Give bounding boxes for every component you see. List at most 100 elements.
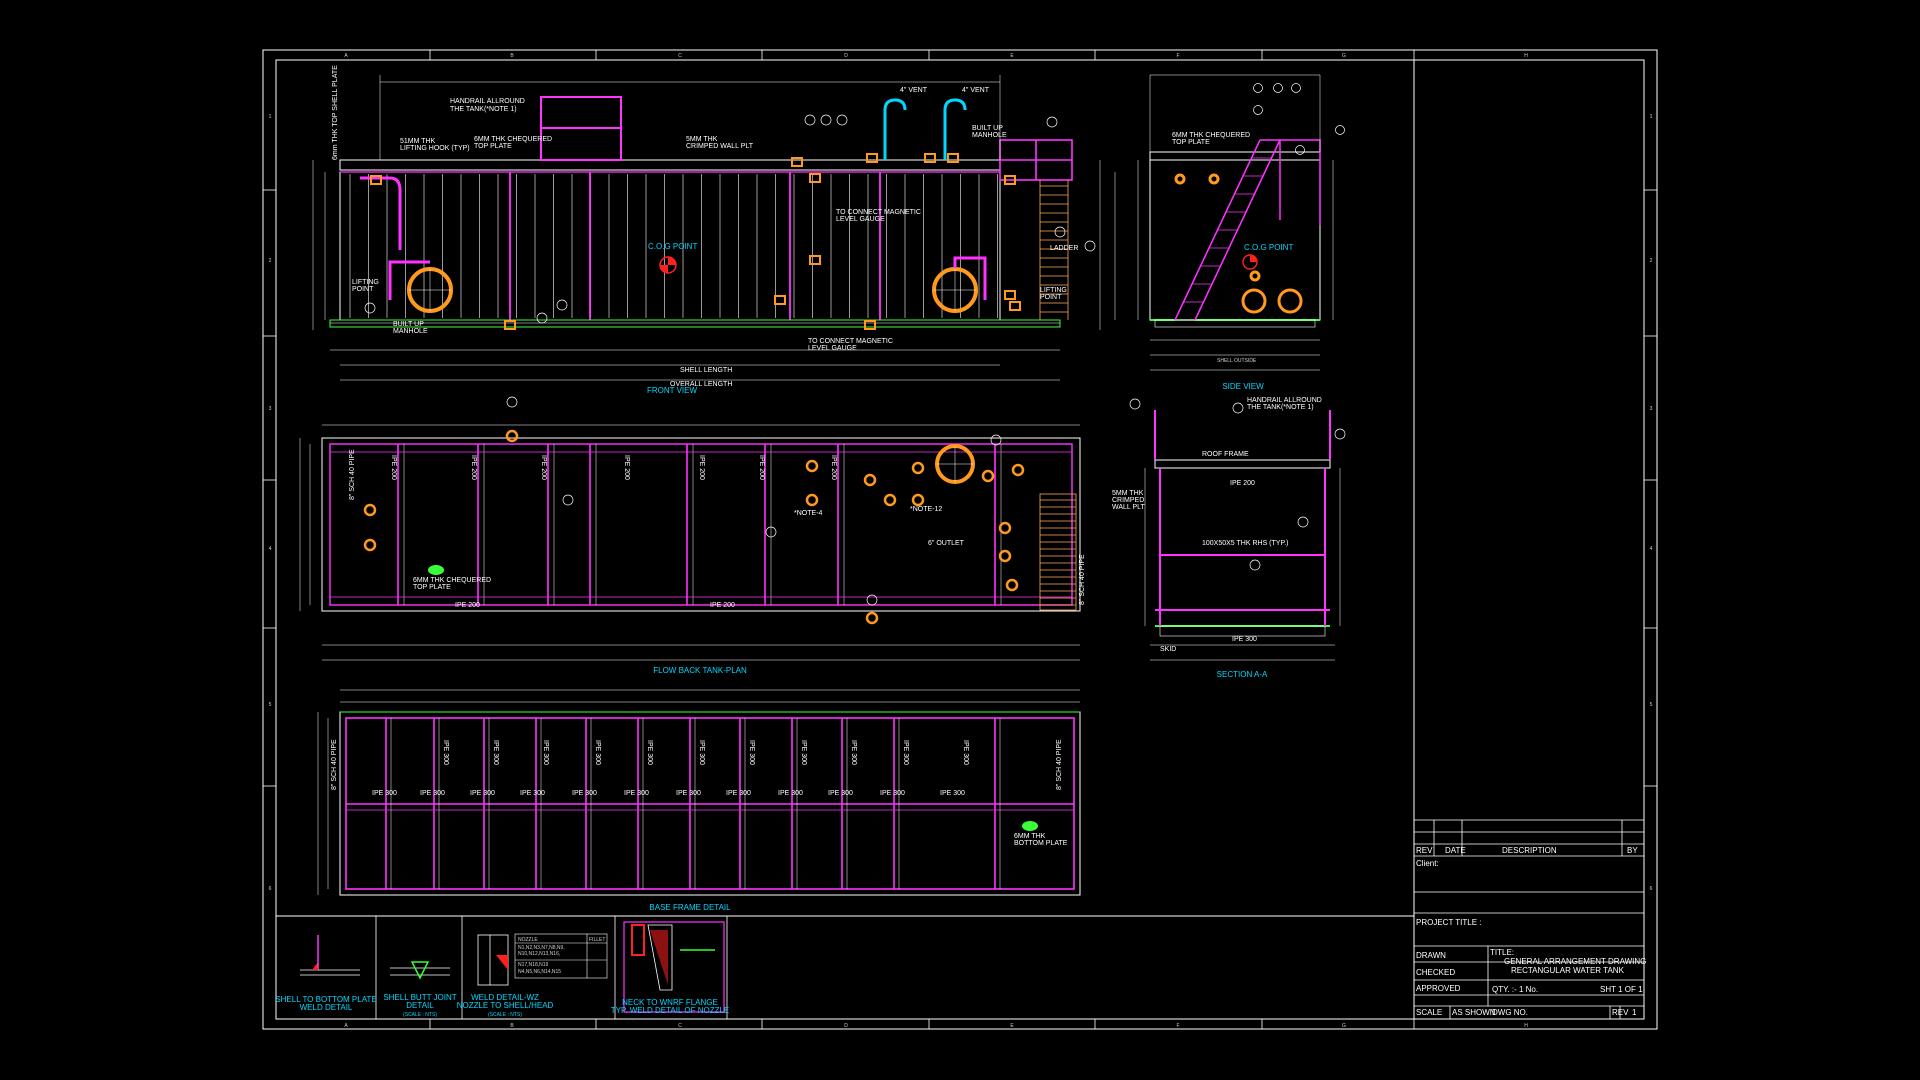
section-ipe200: IPE 200 (1230, 480, 1255, 487)
plan-ipe200-label: IPE 200 (470, 455, 477, 480)
rev-header-rev: REV (1416, 846, 1433, 855)
side-chequered-note-2: TOP PLATE (1172, 139, 1210, 146)
base-ipe300-vertical: IPE 300 (442, 740, 449, 765)
dwg-no-label: DWG NO. (1492, 1008, 1528, 1017)
drawn-label: DRAWN (1416, 951, 1446, 960)
detail-table-r2: N10,N12,N13,N16, (518, 951, 560, 957)
base-ipe300-label: IPE 300 (572, 790, 597, 797)
plan-pipe-left: 8" SCH 40 PIPE (349, 449, 356, 500)
nozzle-flange (504, 320, 516, 330)
detail-3-scale: (SCALE : NTS) (488, 1012, 522, 1018)
border-col-letter: B (510, 53, 514, 59)
front-overall-length: OVERALL LENGTH (670, 381, 732, 388)
callout-bubble (506, 396, 518, 408)
border-col-letter: C (678, 1023, 682, 1029)
nozzle (1011, 463, 1025, 477)
front-manhole-note: BUILT UP (972, 125, 1003, 132)
border-col-letter: G (1342, 53, 1346, 59)
callout-bubble (804, 114, 816, 126)
side-cog-label: C.O.G POINT (1244, 243, 1293, 252)
section-ipe300: IPE 300 (1232, 636, 1257, 643)
callout-bubble (1129, 398, 1141, 410)
front-manhole-note-2: MANHOLE (972, 132, 1007, 139)
border-row-number: 5 (269, 702, 272, 708)
base-ipe300-label: IPE 300 (520, 790, 545, 797)
nozzle-flange (924, 153, 936, 163)
detail-2-scale: (SCALE : NTS) (403, 1012, 437, 1018)
border-row-number: 2 (269, 258, 272, 264)
plan-ipe200-bottom: IPE 200 (455, 602, 480, 609)
section-crimped-2: CRIMPED (1112, 497, 1144, 504)
callout-bubble (836, 114, 848, 126)
border-col-letter: H (1524, 53, 1528, 59)
nozzle-flange (774, 295, 786, 305)
callout-bubble (1334, 428, 1346, 440)
plan-ipe200-label: IPE 200 (540, 455, 547, 480)
base-pipe-right: 8" SCH 40 PIPE (1056, 739, 1063, 790)
callout-bubble (990, 434, 1002, 446)
plan-ipe200-label: IPE 200 (390, 455, 397, 480)
plan-pipe-right: 8" SCH 40 PIPE (1079, 554, 1086, 605)
border-row-number: 2 (1650, 258, 1653, 264)
section-roof-frame: ROOF FRAME (1202, 451, 1249, 458)
detail-table-r4: N4,N5,N6,N14,N15 (518, 969, 561, 975)
nozzle (883, 493, 897, 507)
base-ipe300-label: IPE 300 (880, 790, 905, 797)
base-ipe300-label: IPE 300 (726, 790, 751, 797)
callout-bubble (1046, 116, 1058, 128)
detail-3-title: WELD DETAIL-WZ (471, 993, 539, 1002)
nozzle (1005, 578, 1019, 592)
callout-bubble (562, 494, 574, 506)
front-lifting-label-right-2: POINT (1040, 294, 1062, 301)
section-handrail-note-2: THE TANK(*NOTE 1) (1247, 404, 1314, 411)
project-title-label: PROJECT TITLE : (1416, 918, 1482, 927)
base-ipe300-vertical: IPE 300 (850, 740, 857, 765)
nozzle (805, 493, 819, 507)
base-ipe300-vertical: IPE 300 (492, 740, 499, 765)
nozzle (363, 538, 377, 552)
base-ipe300-vertical: IPE 300 (646, 740, 653, 765)
border-col-letter: G (1342, 1023, 1346, 1029)
base-ipe300-vertical: IPE 300 (962, 740, 969, 765)
callout-bubble (556, 299, 568, 311)
front-chequered-note-2: TOP PLATE (474, 143, 512, 150)
nozzle-flange (1004, 290, 1016, 300)
front-magnetic-note: TO CONNECT MAGNETIC (836, 209, 921, 216)
base-ipe300-vertical: IPE 300 (698, 740, 705, 765)
plan-note-4: *NOTE-4 (794, 510, 823, 517)
section-rhs: 100X50X5 THK RHS (TYP.) (1202, 540, 1289, 547)
base-ipe300-vertical: IPE 300 (594, 740, 601, 765)
front-lifting-label: LIFTING (352, 279, 379, 286)
callout-bubble (866, 594, 878, 606)
border-row-number: 1 (269, 114, 272, 120)
plan-ipe200-label: IPE 200 (830, 455, 837, 480)
front-vent-2: 4" VENT (962, 87, 990, 94)
scale-value: AS SHOWN (1452, 1008, 1496, 1017)
front-view: HANDRAIL ALLROUND THE TANK(*NOTE 1) 51MM… (312, 65, 1116, 395)
section-skid: SKID (1160, 646, 1176, 653)
border-row-number: 3 (1650, 406, 1653, 412)
title-block: REV DATE DESCRIPTION BY Client: PROJECT … (1414, 819, 1646, 1019)
border-col-letter: A (344, 53, 348, 59)
border-col-letter: F (1176, 53, 1179, 59)
front-handrail-note-2: THE TANK(*NOTE 1) (450, 106, 517, 113)
border-row-number: 6 (269, 886, 272, 892)
nozzle-flange (370, 175, 382, 185)
nozzle (863, 473, 877, 487)
section-aa-title: SECTION A-A (1217, 670, 1268, 679)
plan-view-title: FLOW BACK TANK-PLAN (653, 666, 747, 675)
front-crimped-note: 5MM THK (686, 136, 718, 143)
section-aa: HANDRAIL ALLROUND THE TANK(*NOTE 1) ROOF… (1112, 397, 1346, 679)
detail-2-subtitle: DETAIL (406, 1001, 434, 1010)
qty-label: QTY. :- 1 No. (1492, 985, 1538, 994)
base-bottom-plate: 6MM THK (1014, 833, 1046, 840)
front-lifting-label-2: POINT (352, 286, 374, 293)
border-col-letter: A (344, 1023, 348, 1029)
front-cog-label: C.O.G POINT (648, 242, 697, 251)
detail-2-title: SHELL BUTT JOINT (383, 993, 456, 1002)
base-ipe300-label: IPE 300 (676, 790, 701, 797)
rev-header-description: DESCRIPTION (1502, 846, 1557, 855)
border-row-number: 5 (1650, 702, 1653, 708)
